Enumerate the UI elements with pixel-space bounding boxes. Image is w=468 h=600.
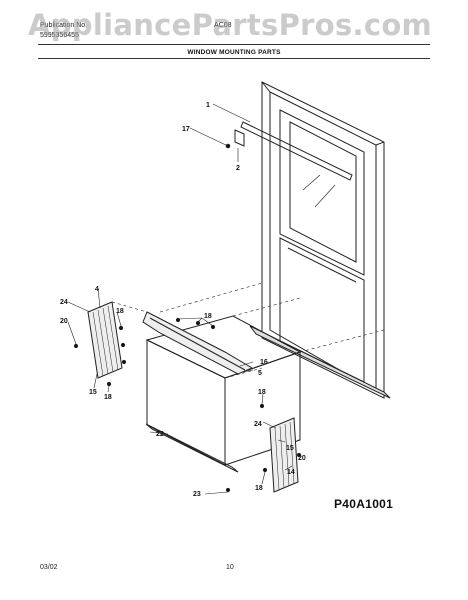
header-rule-bottom (38, 58, 430, 59)
callout-18-left: 18 (116, 308, 124, 315)
publication-label: Publication No. (40, 22, 88, 29)
callout-20-right: 20 (298, 455, 306, 462)
callout-16: 16 (260, 359, 268, 366)
callout-23: 23 (193, 491, 201, 498)
section-title: WINDOW MOUNTING PARTS (187, 49, 281, 56)
callout-2: 2 (236, 165, 240, 172)
model-number: AC08 (214, 22, 232, 29)
callout-1: 1 (206, 102, 210, 109)
callout-18-top: 18 (204, 313, 212, 320)
lower-sash (279, 237, 365, 383)
header-rule-top (38, 44, 430, 45)
callout-24-left: 24 (60, 299, 68, 306)
screws (73, 143, 302, 493)
callout-18-right: 18 (258, 389, 266, 396)
callout-22: 22 (156, 431, 164, 438)
right-side-curtain (269, 417, 299, 493)
alignment-lines (111, 282, 385, 441)
publication-number: 5995356455 (40, 32, 79, 39)
callout-17: 17 (182, 126, 190, 133)
callout-18-left-bottom: 18 (104, 394, 112, 401)
sill-support (145, 423, 239, 473)
callout-15-left: 15 (89, 389, 97, 396)
footer-page-number: 10 (226, 564, 234, 571)
footer-date: 03/02 (40, 564, 58, 571)
callout-4: 4 (95, 286, 99, 293)
callout-20-left: 20 (60, 318, 68, 325)
window-frame (249, 81, 391, 399)
top-rail (240, 121, 353, 181)
left-side-curtain (87, 301, 123, 379)
top-channel (142, 311, 254, 375)
upper-sash (279, 109, 365, 276)
callout-24-right: 24 (254, 421, 262, 428)
diagram-code: P40A1001 (334, 497, 394, 511)
callout-14: 14 (287, 469, 295, 476)
callout-5: 5 (258, 370, 262, 377)
callout-18-bottom: 18 (255, 485, 263, 492)
leader-lines (67, 103, 300, 495)
callout-15-right: 15 (286, 445, 294, 452)
mounting-bracket (234, 129, 245, 147)
